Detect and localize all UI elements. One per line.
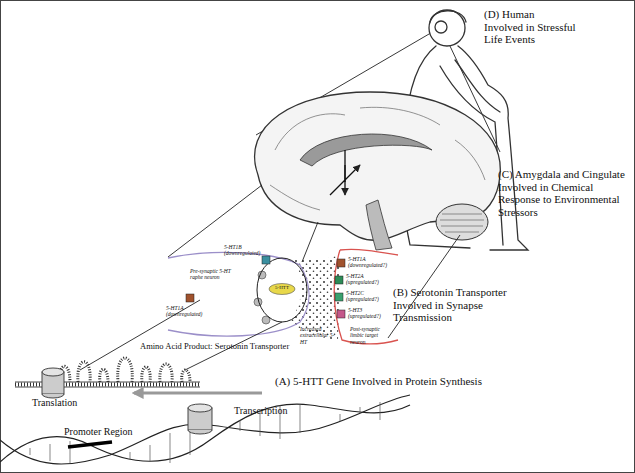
transporter-ring: [257, 258, 307, 322]
neuron-label: Pre-synaptic 5-HT raphe neuron: [190, 268, 240, 281]
receptor-label: 5-HT3 (upregulated?): [348, 307, 390, 320]
dna-helix: [0, 395, 410, 464]
mrna-hairpins: [60, 358, 190, 382]
ribosome-top: [42, 368, 64, 376]
polymerase-base: [188, 430, 212, 434]
panel-caption: (B) Serotonin Transporter Involved in Sy…: [393, 286, 518, 324]
cerebellum: [436, 204, 488, 240]
leader-line: [80, 300, 282, 370]
brain-arrow: [330, 150, 360, 195]
product-label: Amino Acid Product: Serotonin Transporte…: [140, 342, 289, 352]
process-arrow: [134, 392, 262, 395]
receptor-symbol: [186, 294, 194, 302]
brain-gyri: [270, 107, 485, 210]
process-label: Translation: [32, 397, 77, 409]
panel-caption: (C) Amygdala and Cingulate Involved in C…: [498, 168, 630, 219]
panel-caption: (A) 5-HTT Gene Involved in Protein Synth…: [275, 375, 482, 388]
receptor-label: 5-HT1A (downregulated?): [348, 256, 390, 269]
panel-caption: (D) Human Involved in Stressful Life Eve…: [484, 8, 576, 46]
corpus-callosum: [300, 134, 432, 166]
polymerase-top: [188, 404, 212, 412]
receptor-label: 5-HT2A (upregulated?): [346, 273, 388, 286]
figure-hair: [430, 11, 466, 22]
receptor-label: 5-HT1B (downregulated): [224, 244, 266, 257]
dna-strand: [0, 404, 410, 462]
cleft-label: Increased extracellular 5-HT: [300, 326, 336, 345]
brainstem: [366, 200, 392, 250]
region-label: Promoter Region: [64, 426, 133, 438]
figure-head: [429, 10, 465, 46]
receptor-symbol: [337, 310, 345, 318]
receptor-label: 5-HT1A (downregulated): [166, 305, 210, 318]
zoom-circle: [435, 21, 447, 33]
receptor-symbol: [262, 256, 270, 264]
presynaptic-membrane: [168, 252, 309, 336]
protein-label: 5-HTT: [266, 285, 298, 291]
receptor-label: 5-HT2C (upregulated?): [346, 290, 388, 303]
cerebellum-hatch: [440, 214, 484, 232]
brain: [255, 92, 501, 250]
receptor-symbol: [335, 293, 343, 301]
brain-arrow: [344, 165, 345, 195]
receptor-symbol: [337, 259, 345, 267]
process-label: Transcription: [234, 405, 288, 417]
promoter-bar: [68, 442, 112, 447]
dna-rungs: [30, 402, 380, 463]
receptor-symbol: [335, 276, 343, 284]
dna-strand: [0, 395, 410, 464]
neuron-label: Post-synaptic limbic target neuron: [350, 326, 392, 345]
